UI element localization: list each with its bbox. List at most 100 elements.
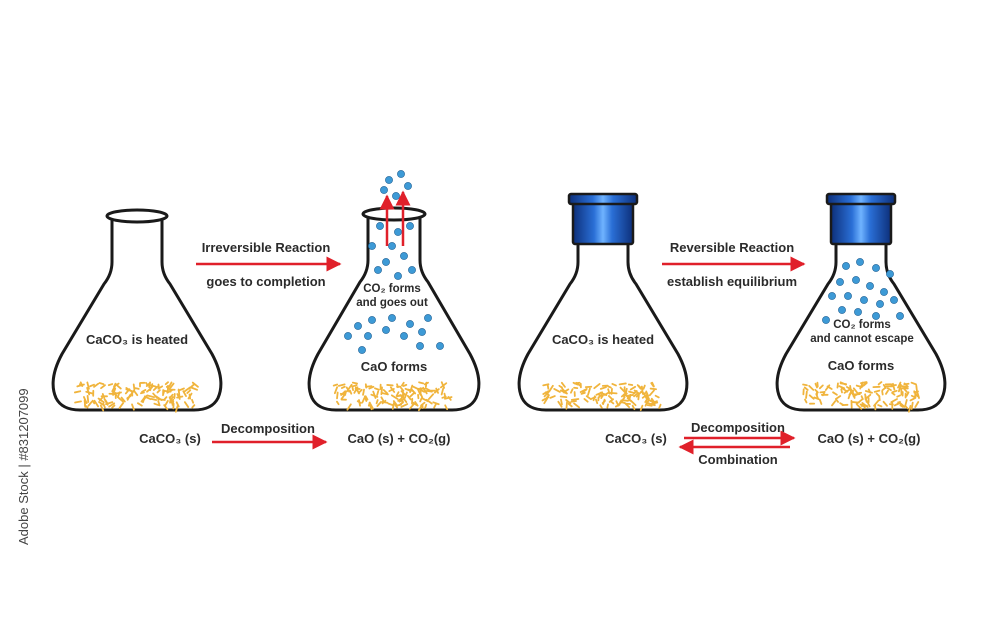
particle [579, 388, 588, 393]
particle [587, 387, 591, 396]
particle [650, 382, 655, 388]
particle [125, 388, 134, 393]
arrow-label-top: Irreversible Reaction [202, 240, 331, 255]
decomposition-label: Decomposition [691, 420, 785, 435]
particle [903, 382, 910, 386]
particle [886, 387, 892, 392]
particle [93, 399, 100, 408]
particle [440, 382, 448, 389]
particle [648, 389, 655, 397]
particle [583, 398, 589, 403]
particle [614, 403, 621, 408]
particle [545, 394, 550, 399]
co2-bubble [424, 314, 432, 322]
particle [150, 398, 158, 401]
particle [98, 382, 105, 385]
co2-bubble [394, 272, 402, 280]
particle [186, 389, 192, 394]
particle [855, 398, 863, 405]
solid-label: CaO forms [828, 358, 894, 373]
particle [116, 391, 121, 399]
particle [818, 384, 824, 390]
particle [424, 381, 428, 388]
particle [347, 383, 353, 391]
particle [152, 385, 159, 391]
particle [358, 399, 361, 407]
particle [633, 392, 639, 398]
particle [191, 404, 196, 409]
particle [600, 392, 605, 399]
particle [111, 385, 116, 392]
co2-bubble [388, 242, 396, 250]
particle [191, 381, 199, 388]
particle [646, 401, 655, 406]
particle [619, 401, 626, 404]
co2-bubble [822, 316, 830, 324]
particle [190, 386, 199, 391]
particle [549, 395, 556, 399]
cao-particles [332, 381, 453, 412]
particle [169, 393, 174, 399]
particle [370, 393, 379, 398]
particle [435, 387, 439, 394]
co2-bubble [397, 170, 405, 178]
particle [140, 391, 145, 395]
particle [910, 381, 917, 386]
particle [74, 400, 82, 404]
particle [860, 395, 864, 400]
particle [409, 391, 416, 398]
particle [389, 386, 396, 393]
particle [73, 390, 82, 394]
particle [635, 390, 643, 398]
particle [176, 393, 181, 400]
particle [654, 394, 660, 399]
decomposition-label: Decomposition [221, 421, 315, 436]
co2-bubble [408, 266, 416, 274]
particle [804, 398, 808, 404]
particle [802, 383, 808, 387]
particle [570, 400, 577, 403]
particle [91, 399, 96, 405]
particle [900, 385, 908, 388]
particle [86, 394, 90, 403]
particle [598, 393, 603, 399]
particle [607, 395, 613, 400]
co2-bubbles [822, 258, 904, 324]
co2-bubble [344, 332, 352, 340]
particle [368, 402, 373, 409]
particle [864, 393, 868, 401]
particle [169, 382, 175, 390]
particle [627, 383, 634, 386]
particle [599, 404, 603, 409]
stopper-icon [825, 192, 897, 246]
particle [867, 388, 872, 394]
particle [565, 401, 568, 410]
particle [169, 396, 174, 403]
co2-bubble [406, 222, 414, 230]
particle [640, 385, 644, 395]
particle [905, 391, 910, 397]
particle [907, 404, 912, 413]
particle [896, 394, 901, 398]
particle [346, 403, 352, 411]
particle [120, 396, 126, 403]
co2-bubble [400, 252, 408, 260]
particle [417, 404, 423, 412]
particle [608, 391, 618, 395]
particle [363, 395, 368, 402]
particle [381, 399, 387, 405]
particle [132, 383, 136, 391]
irreversible-equation: CaCO₃ (s) Decomposition CaO (s) + CO₂(g) [139, 421, 450, 450]
particle [557, 400, 563, 408]
co2-bubble [838, 306, 846, 314]
particle [839, 382, 848, 385]
co2-bubble [896, 312, 904, 320]
particle [808, 394, 815, 400]
co2-bubble [382, 326, 390, 334]
co2-bubble [854, 308, 862, 316]
particle [86, 381, 90, 390]
particle [402, 383, 408, 387]
particle [645, 395, 650, 400]
particle [861, 402, 866, 409]
particle [623, 393, 631, 399]
